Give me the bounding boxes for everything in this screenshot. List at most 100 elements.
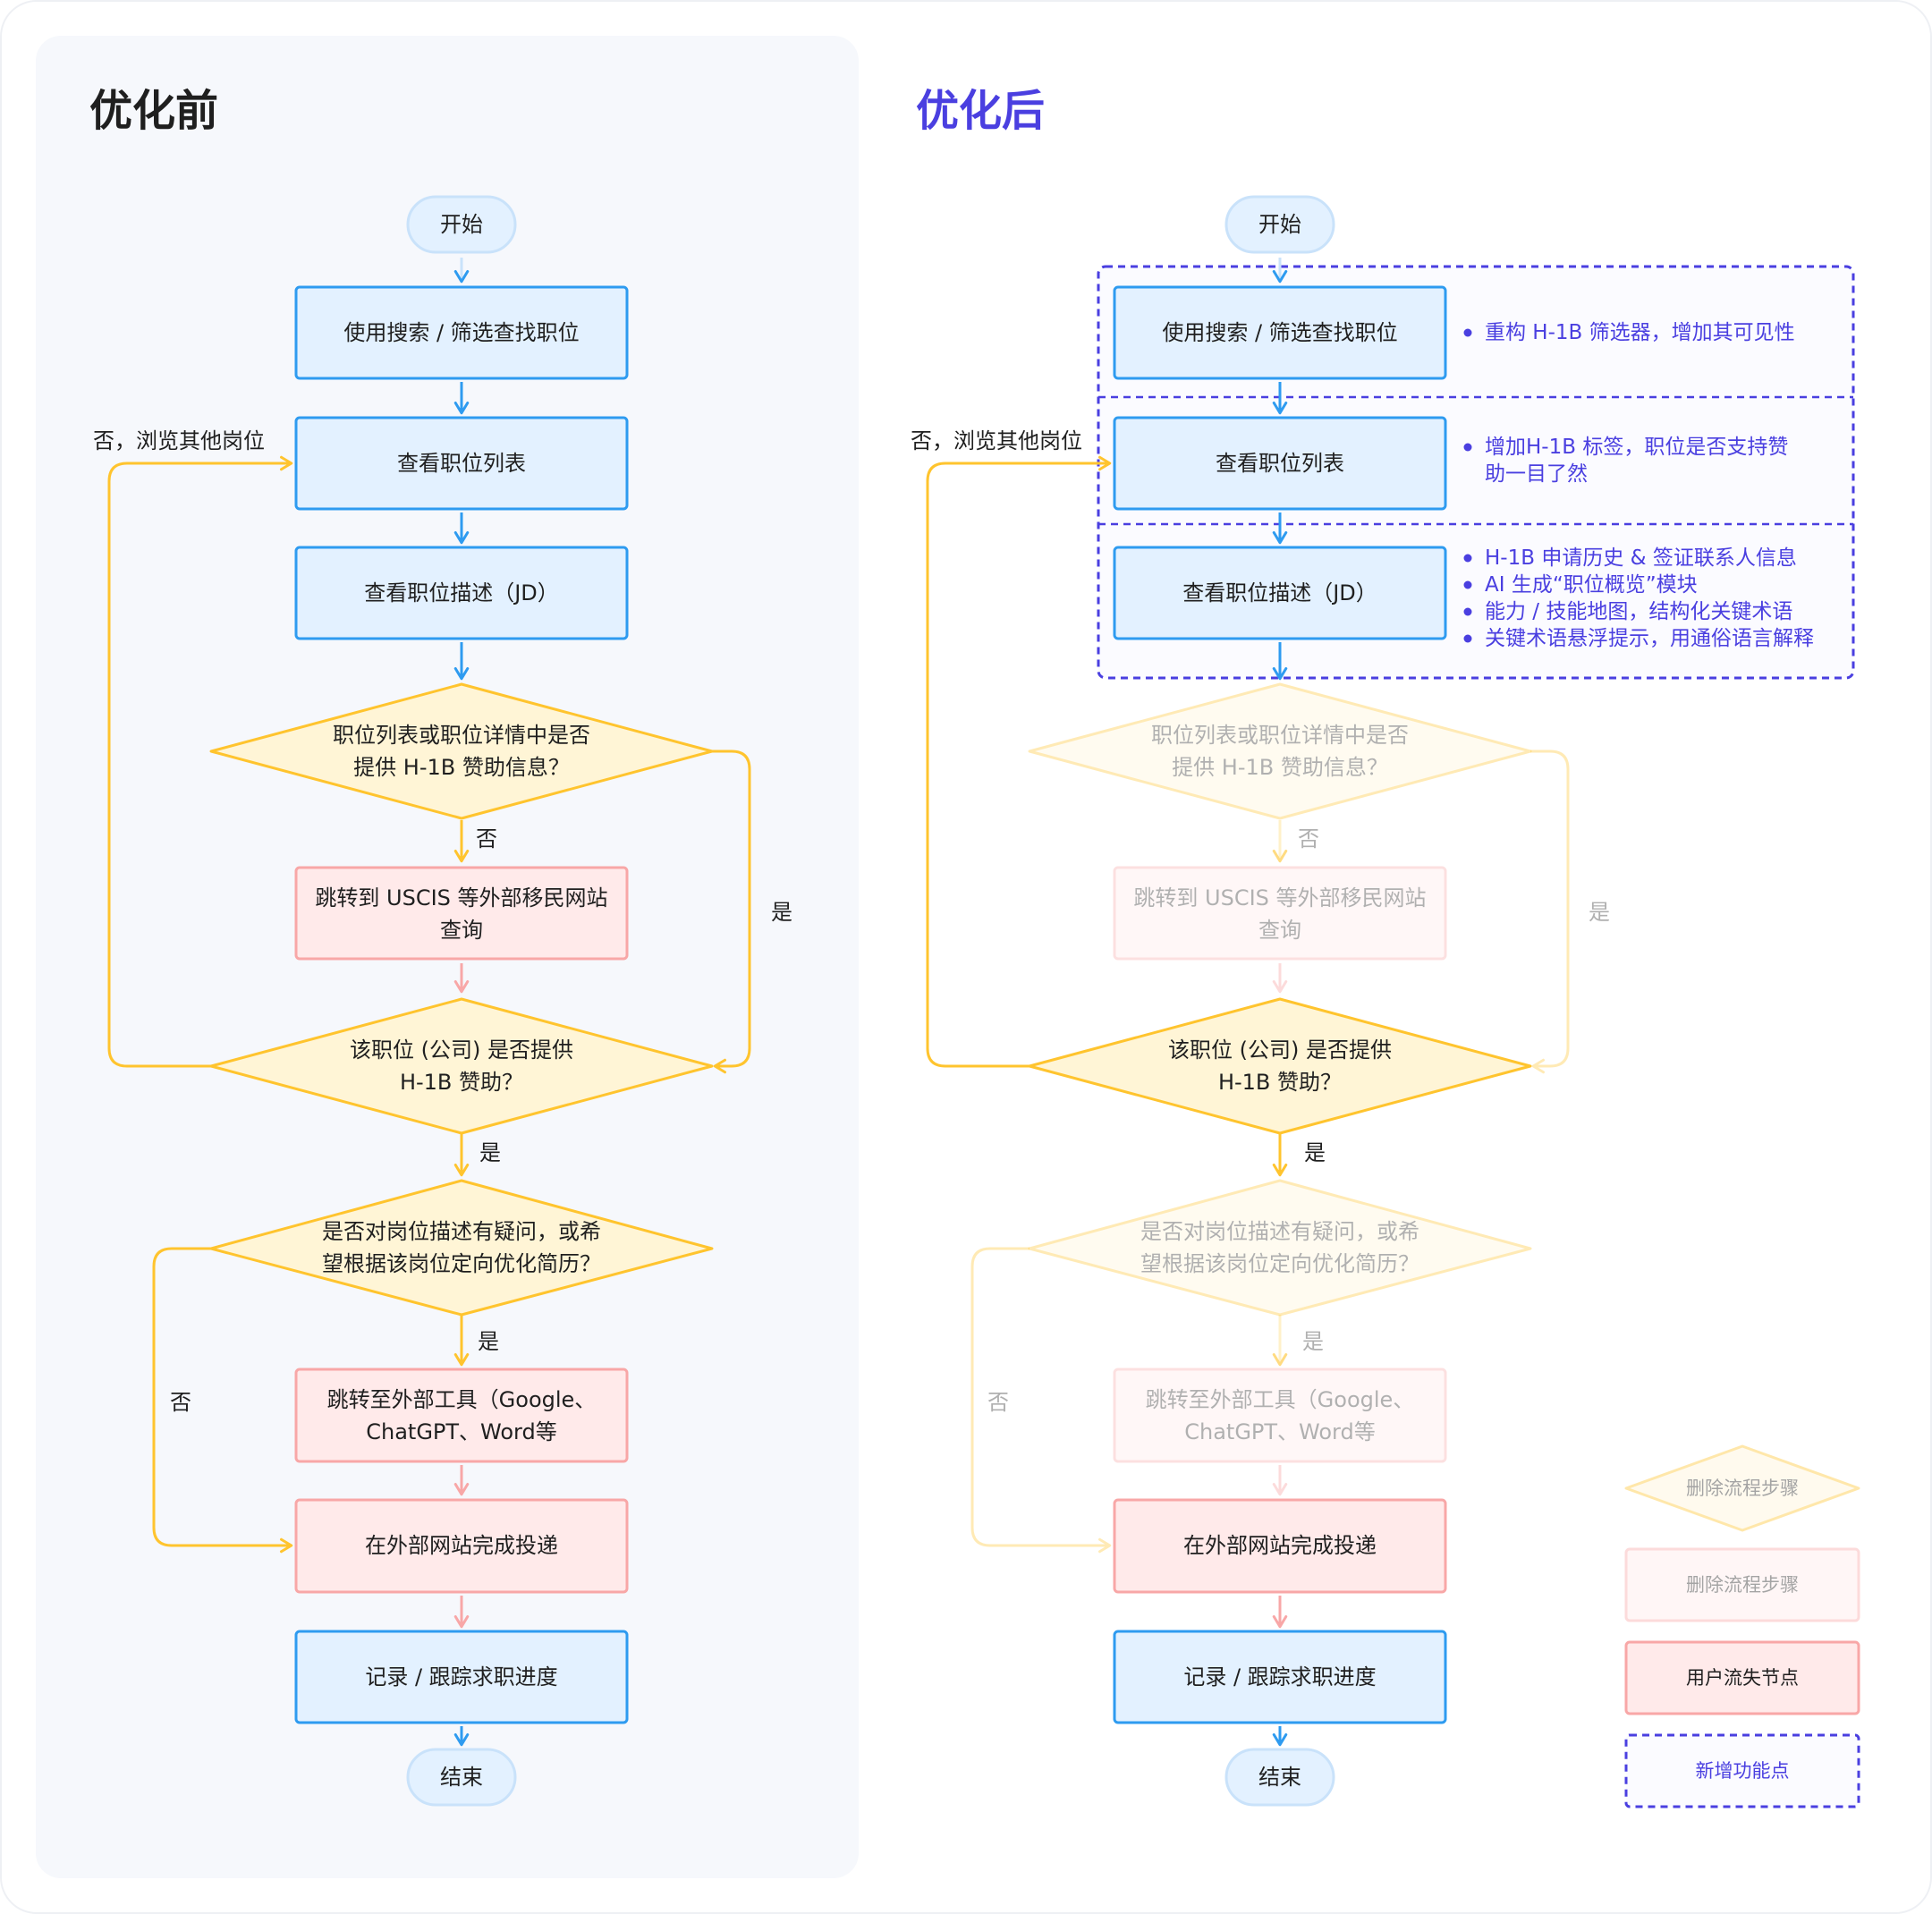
- jd-question-decision: [209, 1179, 714, 1317]
- uscis-step-label: 跳转到 USCIS 等外部移民网站: [315, 885, 607, 910]
- list-step-label: 查看职位列表: [1216, 451, 1344, 476]
- connector-loop-browse: [926, 455, 1112, 1068]
- apply-step: [1113, 1498, 1447, 1594]
- uscis-step: [1113, 866, 1447, 961]
- feature-note: 关键术语悬浮提示，用通俗语言解释: [1485, 627, 1814, 650]
- decision-label: H-1B 赞助？: [1218, 1070, 1342, 1095]
- feature-notes: 重构 H-1B 筛选器，增加其可见性 增加H-1B 标签，职位是否支持赞 助一目…: [1463, 321, 1814, 650]
- edge-label-no: 否: [170, 1390, 191, 1415]
- jd-step-label: 查看职位描述（JD）: [1182, 580, 1377, 606]
- legend-new-feature: [1624, 1733, 1860, 1808]
- legend-swatch: [1624, 1444, 1860, 1532]
- track-step: [294, 1630, 629, 1724]
- decision-label: 望根据该岗位定向优化简历？: [322, 1251, 601, 1276]
- sponsor-decision: [209, 997, 714, 1135]
- search-step-label: 使用搜索 / 筛选查找职位: [343, 320, 579, 345]
- uscis-step-label: 查询: [440, 918, 483, 943]
- after-flow: 开始 使用搜索 / 筛选查找职位 查看职位列表 查看职位描述（JD） 职位列表或…: [911, 195, 1855, 1807]
- legend-label: 删除流程步骤: [1686, 1478, 1799, 1499]
- decision-label: 是否对岗位描述有疑问，或希: [322, 1219, 601, 1244]
- start-label: 开始: [440, 212, 483, 237]
- sponsor-info-decision: [209, 682, 714, 820]
- bullet: [1463, 443, 1472, 452]
- track-step-label: 记录 / 跟踪求职进度: [365, 1664, 557, 1690]
- start-node: [406, 195, 517, 254]
- legend: 删除流程步骤 删除流程步骤 用户流失节点 新增功能点: [1624, 1444, 1860, 1808]
- edge-label-yes: 是: [771, 900, 792, 925]
- removed-sponsor-info-decision: 职位列表或职位详情中是否 提供 H-1B 赞助信息？: [1028, 682, 1532, 820]
- legend-label: 新增功能点: [1696, 1760, 1790, 1782]
- before-title: 优化前: [89, 86, 218, 136]
- search-step-label: 使用搜索 / 筛选查找职位: [1162, 320, 1397, 345]
- edge-label-yes: 是: [1589, 900, 1610, 925]
- uscis-step: [294, 866, 629, 961]
- decision-label: 是否对岗位描述有疑问，或希: [1140, 1219, 1419, 1244]
- removed-uscis-step: 跳转到 USCIS 等外部移民网站 查询: [1113, 866, 1447, 961]
- connector-yes-d1: [712, 750, 751, 1074]
- start-node: [1224, 195, 1335, 254]
- apply-step-label: 在外部网站完成投递: [1183, 1533, 1377, 1558]
- end-label: 结束: [440, 1765, 483, 1790]
- bullet: [1463, 554, 1472, 563]
- apply-step: [294, 1498, 629, 1594]
- uscis-step-label: 查询: [1258, 918, 1301, 943]
- feature-note: 助一目了然: [1485, 462, 1588, 486]
- bullet: [1463, 634, 1472, 643]
- external-tools-step: [1113, 1368, 1447, 1463]
- edge-label-browse: 否，浏览其他岗位: [93, 428, 265, 453]
- connector-loop-browse: [107, 455, 293, 1068]
- bullet: [1463, 580, 1472, 589]
- jd-step: [294, 546, 629, 640]
- removed-external-tools-step: 跳转至外部工具（Google、 ChatGPT、Word等: [1113, 1368, 1447, 1463]
- legend-drop-node: [1624, 1640, 1860, 1715]
- decision-label: 提供 H-1B 赞助信息？: [1172, 755, 1388, 780]
- connector-no-d3: [152, 1247, 293, 1554]
- start-label: 开始: [1258, 212, 1301, 237]
- track-step-label: 记录 / 跟踪求职进度: [1183, 1664, 1376, 1690]
- decision-label: 职位列表或职位详情中是否: [333, 723, 590, 748]
- external-tools-label: ChatGPT、Word等: [1184, 1419, 1376, 1444]
- bullet: [1463, 328, 1472, 337]
- legend-label: 删除流程步骤: [1686, 1574, 1799, 1596]
- list-step: [1113, 416, 1447, 511]
- edge-label-browse: 否，浏览其他岗位: [911, 428, 1082, 453]
- apply-step-label: 在外部网站完成投递: [365, 1533, 558, 1558]
- connector-removed: [1530, 750, 1570, 1074]
- list-step-label: 查看职位列表: [397, 451, 526, 476]
- external-tools-label: ChatGPT、Word等: [366, 1419, 557, 1444]
- decision-label: H-1B 赞助？: [400, 1070, 523, 1095]
- search-step: [294, 285, 629, 380]
- jd-step-label: 查看职位描述（JD）: [364, 580, 559, 606]
- sponsor-decision: [1028, 997, 1532, 1135]
- decision-label: 提供 H-1B 赞助信息？: [353, 755, 570, 780]
- legend-label: 用户流失节点: [1686, 1667, 1799, 1689]
- feature-note: AI 生成“职位概览”模块: [1485, 573, 1698, 597]
- before-flow: 开始 使用搜索 / 筛选查找职位 查看职位列表 查看职位描述（JD） 职位列表或…: [93, 195, 792, 1807]
- legend-swatch: [1624, 1547, 1860, 1622]
- end-node: [1224, 1748, 1335, 1807]
- edge-label-yes: 是: [1302, 1329, 1324, 1354]
- after-title: 优化后: [916, 86, 1045, 136]
- end-node: [406, 1748, 517, 1807]
- edge-label-yes: 是: [1304, 1140, 1326, 1165]
- edge-label-no: 否: [476, 826, 497, 851]
- edge-label-no: 否: [987, 1390, 1009, 1415]
- edge-label-no: 否: [1298, 826, 1319, 851]
- feature-note: 重构 H-1B 筛选器，增加其可见性: [1485, 321, 1795, 344]
- legend-deleted-decision: 删除流程步骤: [1624, 1444, 1860, 1532]
- external-tools-label: 跳转至外部工具（Google、: [327, 1387, 597, 1412]
- decision-label: 该职位 (公司) 是否提供: [1168, 1037, 1392, 1063]
- uscis-step-label: 跳转到 USCIS 等外部移民网站: [1133, 885, 1426, 910]
- search-step: [1113, 285, 1447, 380]
- external-tools-step: [294, 1368, 629, 1463]
- jd-step: [1113, 546, 1447, 640]
- decision-label: 望根据该岗位定向优化简历？: [1140, 1251, 1419, 1276]
- sponsor-info-decision: [1028, 682, 1532, 820]
- legend-deleted-step: 删除流程步骤: [1624, 1547, 1860, 1622]
- list-step: [294, 416, 629, 511]
- edge-label-yes: 是: [478, 1329, 499, 1354]
- decision-label: 该职位 (公司) 是否提供: [350, 1037, 573, 1063]
- edge-label-yes: 是: [479, 1140, 501, 1165]
